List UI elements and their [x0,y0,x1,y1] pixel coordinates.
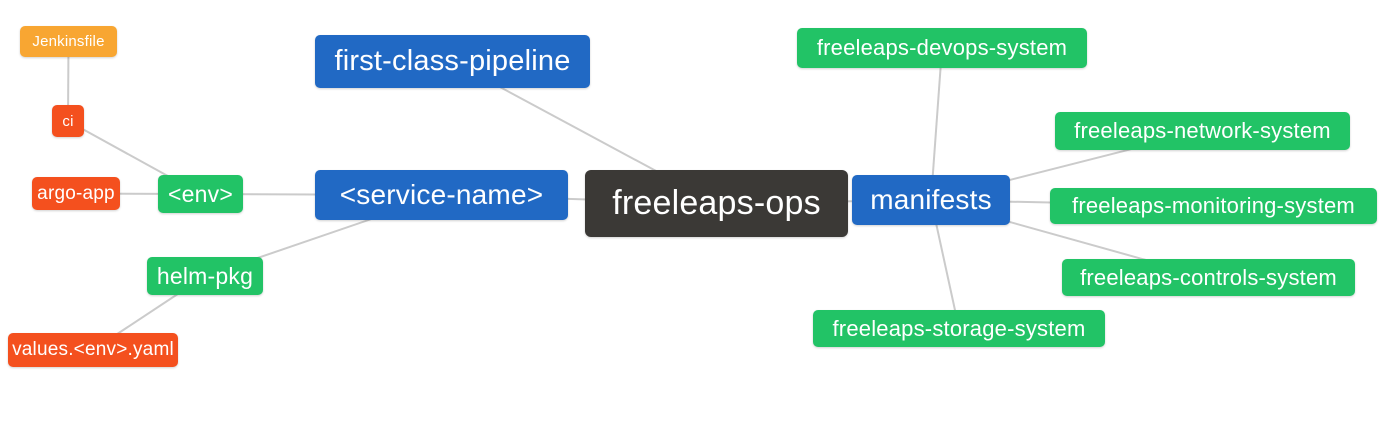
mindmap-node-env[interactable]: <env> [158,175,243,213]
mindmap-node-ci[interactable]: ci [52,105,84,137]
mindmap-node-service-name[interactable]: <service-name> [315,170,568,220]
mindmap-node-values-env-yaml[interactable]: values.<env>.yaml [8,333,178,367]
node-label: values.<env>.yaml [12,339,174,360]
node-label: freeleaps-ops [612,184,821,222]
node-label: freeleaps-storage-system [832,315,1086,341]
edge-manifests-to-devops-system [930,47,943,201]
mindmap-node-helm-pkg[interactable]: helm-pkg [147,257,263,295]
mindmap-node-controls-system[interactable]: freeleaps-controls-system [1062,259,1355,296]
node-label: freeleaps-network-system [1074,118,1331,143]
mindmap-node-first-class-pipeline[interactable]: first-class-pipeline [315,35,590,88]
node-label: <service-name> [339,179,544,210]
mindmap-node-freeleaps-ops[interactable]: freeleaps-ops [585,170,848,237]
mindmap-node-monitoring-system[interactable]: freeleaps-monitoring-system [1050,188,1377,224]
node-label: argo-app [37,182,115,204]
mindmap-node-network-system[interactable]: freeleaps-network-system [1055,112,1350,150]
node-label: manifests [870,184,992,215]
mindmap-node-storage-system[interactable]: freeleaps-storage-system [813,310,1105,347]
node-label: first-class-pipeline [334,45,571,77]
node-label: <env> [168,180,233,207]
node-label: freeleaps-monitoring-system [1072,193,1355,218]
mindmap-node-jenkinsfile[interactable]: Jenkinsfile [20,26,117,57]
node-label: helm-pkg [156,262,254,289]
mindmap-node-manifests[interactable]: manifests [852,175,1010,225]
node-label: freeleaps-controls-system [1080,264,1337,290]
node-label: Jenkinsfile [32,33,105,50]
mindmap-node-devops-system[interactable]: freeleaps-devops-system [797,28,1087,68]
mindmap-node-argo-app[interactable]: argo-app [32,177,120,210]
node-label: ci [62,112,74,130]
node-label: freeleaps-devops-system [816,35,1068,60]
